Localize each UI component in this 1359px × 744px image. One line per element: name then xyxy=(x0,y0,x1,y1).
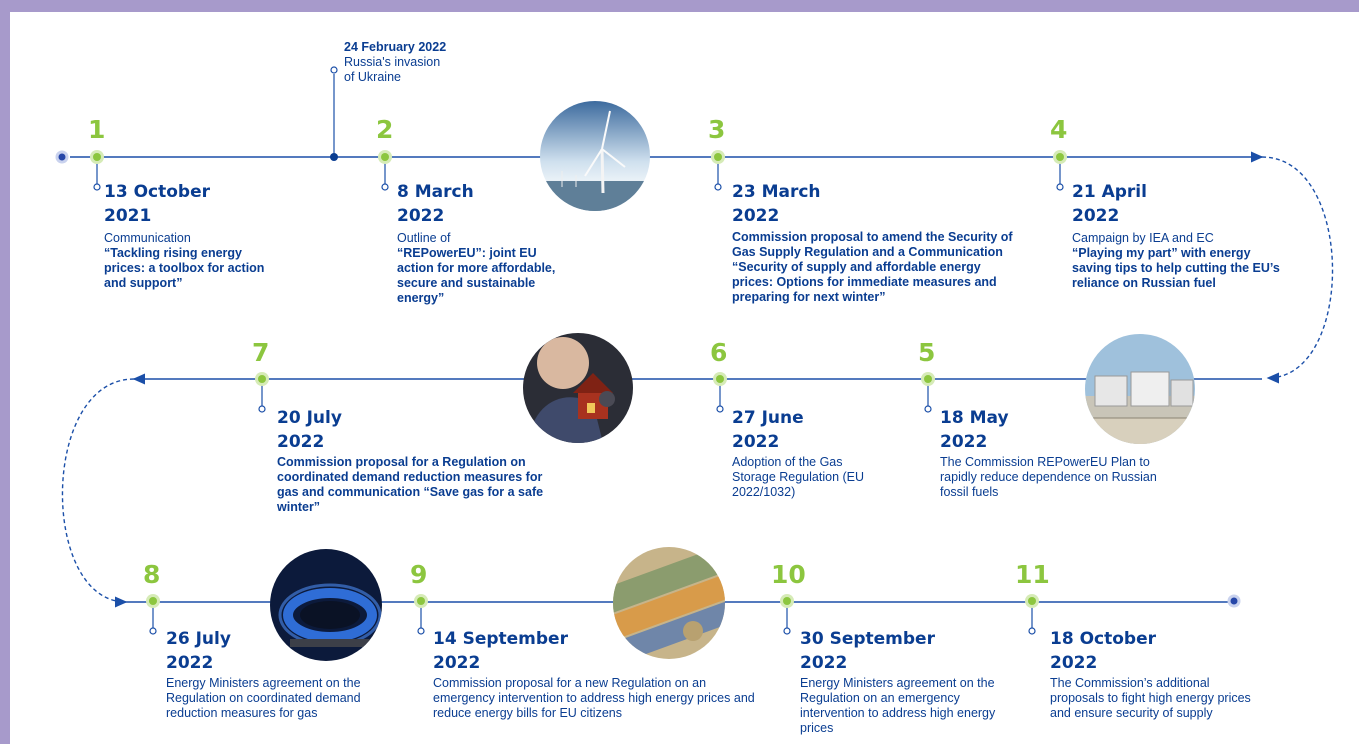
event-node xyxy=(90,150,104,191)
invasion-line2: of Ukraine xyxy=(344,70,401,84)
event-node xyxy=(713,372,727,413)
event-number: 4 xyxy=(1050,115,1068,144)
event-number: 3 xyxy=(708,115,726,144)
event-description: Commission proposal for a Regulation on … xyxy=(277,455,544,514)
event-description: Campaign by IEA and EC“Playing my part” … xyxy=(1072,231,1280,290)
event-node xyxy=(711,150,725,191)
event-description: Energy Ministers agreement on the Regula… xyxy=(166,676,361,720)
event-node xyxy=(414,594,428,635)
event-node xyxy=(1053,150,1067,191)
event-number: 10 xyxy=(771,560,806,589)
event-number: 7 xyxy=(252,338,270,367)
timeline-connector-right xyxy=(1261,156,1334,384)
event-node xyxy=(255,372,269,413)
event-description: Adoption of the Gas Storage Regulation (… xyxy=(732,455,865,499)
event-description: The Commission REPowerEU Plan to rapidly… xyxy=(940,455,1157,499)
invasion-line1: Russia's invasion xyxy=(344,55,441,69)
timeline-connector-left xyxy=(61,378,135,608)
lng-terminal-photo xyxy=(1085,334,1195,444)
child-house-photo xyxy=(523,333,633,443)
event-number: 6 xyxy=(710,338,728,367)
event-number: 5 xyxy=(918,338,936,367)
invasion-dot xyxy=(330,153,338,161)
event-node xyxy=(146,594,160,635)
gas-burner-photo xyxy=(270,549,382,661)
event-node xyxy=(378,150,392,191)
invasion-date: 24 February 2022 xyxy=(344,40,447,54)
event-description: Communication“Tackling rising energy pri… xyxy=(104,231,265,290)
event-number: 2 xyxy=(376,115,394,144)
event-description: Commission proposal to amend the Securit… xyxy=(732,230,1013,304)
event-description: Commission proposal for a new Regulation… xyxy=(433,676,755,720)
event-number: 8 xyxy=(143,560,161,589)
event-description: Outline of“REPowerEU”: joint EU action f… xyxy=(397,231,556,305)
event-description: The Commission’s additional proposals to… xyxy=(1050,676,1251,720)
banknotes-photo xyxy=(613,547,725,659)
event-number: 11 xyxy=(1015,560,1050,589)
event-description: Energy Ministers agreement on the Regula… xyxy=(800,676,996,735)
invasion-label: 24 February 2022 Russia's invasion of Uk… xyxy=(344,40,446,85)
event-node xyxy=(921,372,935,413)
event-number: 9 xyxy=(410,560,428,589)
event-node xyxy=(1025,594,1039,635)
event-node xyxy=(780,594,794,635)
wind-turbine-photo xyxy=(540,101,650,211)
event-number: 1 xyxy=(88,115,106,144)
